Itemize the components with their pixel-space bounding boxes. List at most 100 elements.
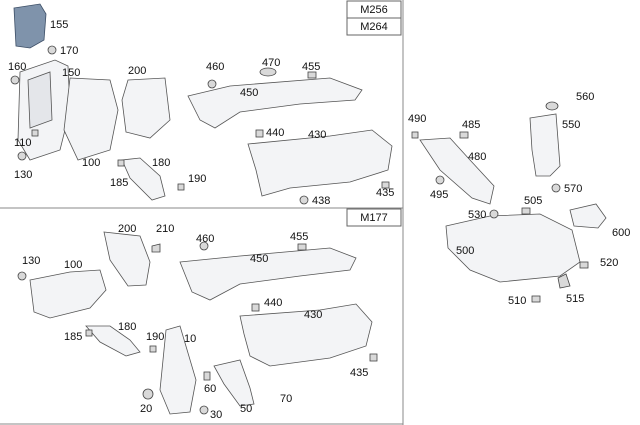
- callout-470: 470: [262, 57, 280, 69]
- part-60-clip: [203, 371, 211, 381]
- callout-200: 200: [128, 65, 146, 77]
- callout-100: 100: [82, 157, 100, 169]
- part-155-shield: [13, 3, 47, 49]
- callout-505: 505: [524, 195, 542, 207]
- part-435-clip-b: [369, 353, 378, 362]
- callout-130: 130: [14, 169, 32, 181]
- callout-180: 180: [152, 157, 170, 169]
- callout-50: 50: [240, 403, 252, 415]
- part-30-nut: [199, 405, 209, 415]
- part-190-clip-b: [149, 345, 157, 353]
- part-500-undertray: [445, 213, 581, 283]
- part-440-clip: [255, 129, 264, 138]
- callout-200-b: 200: [118, 223, 136, 235]
- callout-190-b: 190: [146, 331, 164, 343]
- callout-155: 155: [50, 19, 68, 31]
- part-480-panel: [419, 137, 495, 205]
- callout-185: 185: [110, 177, 128, 189]
- part-430-panel: [247, 129, 393, 197]
- part-435-clip: [381, 181, 390, 189]
- engine-label-m177: M177: [360, 212, 388, 224]
- callout-560: 560: [576, 91, 594, 103]
- callout-440-b: 440: [264, 297, 282, 309]
- engine-label-box-bottom: M177: [346, 208, 402, 227]
- part-100-panel-b: [29, 269, 107, 319]
- callout-460-b: 460: [196, 233, 214, 245]
- callout-435-b: 435: [350, 367, 368, 379]
- part-20-nut: [142, 388, 154, 400]
- callout-210: 210: [156, 223, 174, 235]
- part-455-clip-b: [297, 243, 307, 251]
- part-185-clip: [117, 159, 125, 167]
- part-130-nut: [17, 151, 27, 161]
- part-130-nut-b: [17, 271, 27, 281]
- callout-450-b: 450: [250, 253, 268, 265]
- callout-455-b: 455: [290, 231, 308, 243]
- part-570-nut: [551, 183, 561, 193]
- part-455-clip: [307, 71, 317, 79]
- callout-100-b: 100: [64, 259, 82, 271]
- part-520-clip: [579, 261, 589, 269]
- part-210-clip: [151, 243, 161, 253]
- callout-450: 450: [240, 87, 258, 99]
- part-180-bracket-b: [85, 325, 141, 357]
- callout-10: 10: [184, 333, 196, 345]
- callout-170: 170: [60, 45, 78, 57]
- engine-label-m264: M264: [360, 21, 388, 33]
- callout-480: 480: [468, 151, 486, 163]
- bottom-left-callouts: 200 210 460 455 130 100 450 440 180 430 …: [22, 223, 368, 421]
- part-150-inner: [27, 71, 53, 129]
- callout-530: 530: [468, 209, 486, 221]
- part-600-panel: [569, 203, 607, 229]
- part-470-pad: [259, 67, 277, 77]
- callout-190: 190: [188, 173, 206, 185]
- part-430-panel-b: [239, 303, 373, 367]
- part-440-clip-b: [251, 303, 260, 312]
- callout-455: 455: [302, 61, 320, 73]
- callout-550: 550: [562, 119, 580, 131]
- callout-430-b: 430: [304, 309, 322, 321]
- part-185-clip-b: [85, 329, 93, 337]
- callout-438: 438: [312, 195, 330, 207]
- engine-label-m256: M256: [360, 4, 388, 16]
- part-510-clip: [531, 295, 541, 303]
- callout-495: 495: [430, 189, 448, 201]
- part-505-clip: [521, 207, 531, 215]
- callout-520: 520: [600, 257, 618, 269]
- part-100-panel: [63, 77, 119, 161]
- callout-20: 20: [140, 403, 152, 415]
- callout-430: 430: [308, 129, 326, 141]
- part-560-clip: [545, 101, 559, 111]
- part-485-clip: [459, 131, 469, 139]
- part-180-bracket: [121, 157, 166, 201]
- callout-185-b: 185: [64, 331, 82, 343]
- callout-440: 440: [266, 127, 284, 139]
- part-110-clip: [31, 129, 39, 137]
- callout-30: 30: [210, 409, 222, 421]
- bottom-left-parts: [17, 231, 378, 415]
- part-450-panel-b: [179, 247, 357, 301]
- right-parts: [411, 101, 607, 303]
- part-438-nut: [299, 195, 309, 205]
- part-515-clip: [557, 273, 571, 289]
- callout-510: 510: [508, 295, 526, 307]
- part-490-clip: [411, 131, 419, 139]
- callout-160: 160: [8, 61, 26, 73]
- part-550-bracket: [529, 113, 561, 177]
- callout-70: 70: [280, 393, 292, 405]
- part-170-clip: [47, 45, 57, 55]
- callout-485: 485: [462, 119, 480, 131]
- right-callouts: 560 490 485 550 480 495 570 505 530 600 …: [408, 91, 630, 307]
- callout-150: 150: [62, 67, 80, 79]
- callout-515: 515: [566, 293, 584, 305]
- callout-180-b: 180: [118, 321, 136, 333]
- callout-130-b: 130: [22, 255, 40, 267]
- engine-label-box-top: M256 M264: [346, 0, 402, 36]
- part-50-panel: [213, 359, 255, 407]
- callout-490: 490: [408, 113, 426, 125]
- top-left-callouts: 155 170 160 150 200 460 470 455 450 110 …: [8, 19, 394, 207]
- part-450-panel: [187, 77, 363, 129]
- part-200-panel-b: [103, 231, 151, 287]
- part-530-clip: [489, 209, 499, 219]
